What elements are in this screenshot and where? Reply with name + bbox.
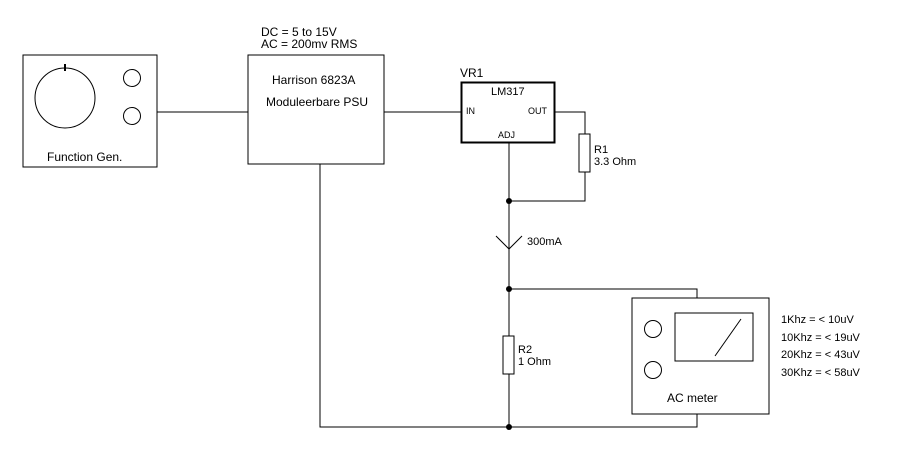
ac-meter-label: AC meter (667, 391, 718, 405)
wire-out-to-r1 (555, 111, 586, 134)
regulator-ref: VR1 (460, 66, 484, 80)
regulator-part: LM317 (491, 86, 525, 98)
function-generator-small-knob-top (123, 69, 141, 87)
psu-name: Moduleerbare PSU (266, 95, 369, 109)
regulator-pin-in: IN (466, 106, 475, 116)
ac-meter-knob-bottom (644, 361, 662, 379)
ac-meter-needle (714, 318, 742, 357)
measurement-30khz: 30Khz = < 58uV (781, 367, 860, 379)
r2-resistor-body (502, 335, 515, 375)
ac-meter-knob-top (644, 320, 662, 338)
measurement-20khz: 20Khz = < 43uV (781, 349, 860, 361)
wire-r1-to-node (509, 172, 586, 202)
r2-value: 1 Ohm (518, 356, 552, 368)
psu-spec-ac: AC = 200mv RMS (261, 37, 358, 51)
measurement-10khz: 10Khz = < 19uV (781, 332, 860, 344)
current-probe-symbol (495, 235, 523, 250)
measurement-1khz: 1Khz = < 10uV (781, 314, 854, 326)
function-generator-box (22, 54, 158, 168)
r1-resistor-body (578, 133, 591, 173)
regulator-pin-out: OUT (528, 106, 547, 116)
psu-box (247, 54, 385, 165)
psu-spec-dc: DC = 5 to 15V (261, 25, 337, 39)
regulator-pin-adj: ADJ (498, 130, 516, 140)
psu-model: Harrison 6823A (272, 73, 356, 87)
wire-node-to-meter (509, 288, 698, 298)
ac-meter-dial (674, 312, 754, 362)
junction-dot-ground (506, 424, 512, 430)
ac-meter-box (631, 297, 770, 415)
function-generator-big-knob (34, 67, 96, 129)
r1-value: 3.3 Ohm (594, 156, 637, 168)
regulator-box (460, 81, 556, 144)
junction-dot-meter (506, 286, 512, 292)
function-generator-small-knob-bottom (123, 107, 141, 125)
current-label: 300mA (527, 236, 562, 248)
junction-dot-adj (506, 198, 512, 204)
function-generator-label: Function Gen. (47, 150, 123, 164)
r1-ref: R1 (594, 144, 609, 156)
r2-ref: R2 (518, 344, 533, 356)
